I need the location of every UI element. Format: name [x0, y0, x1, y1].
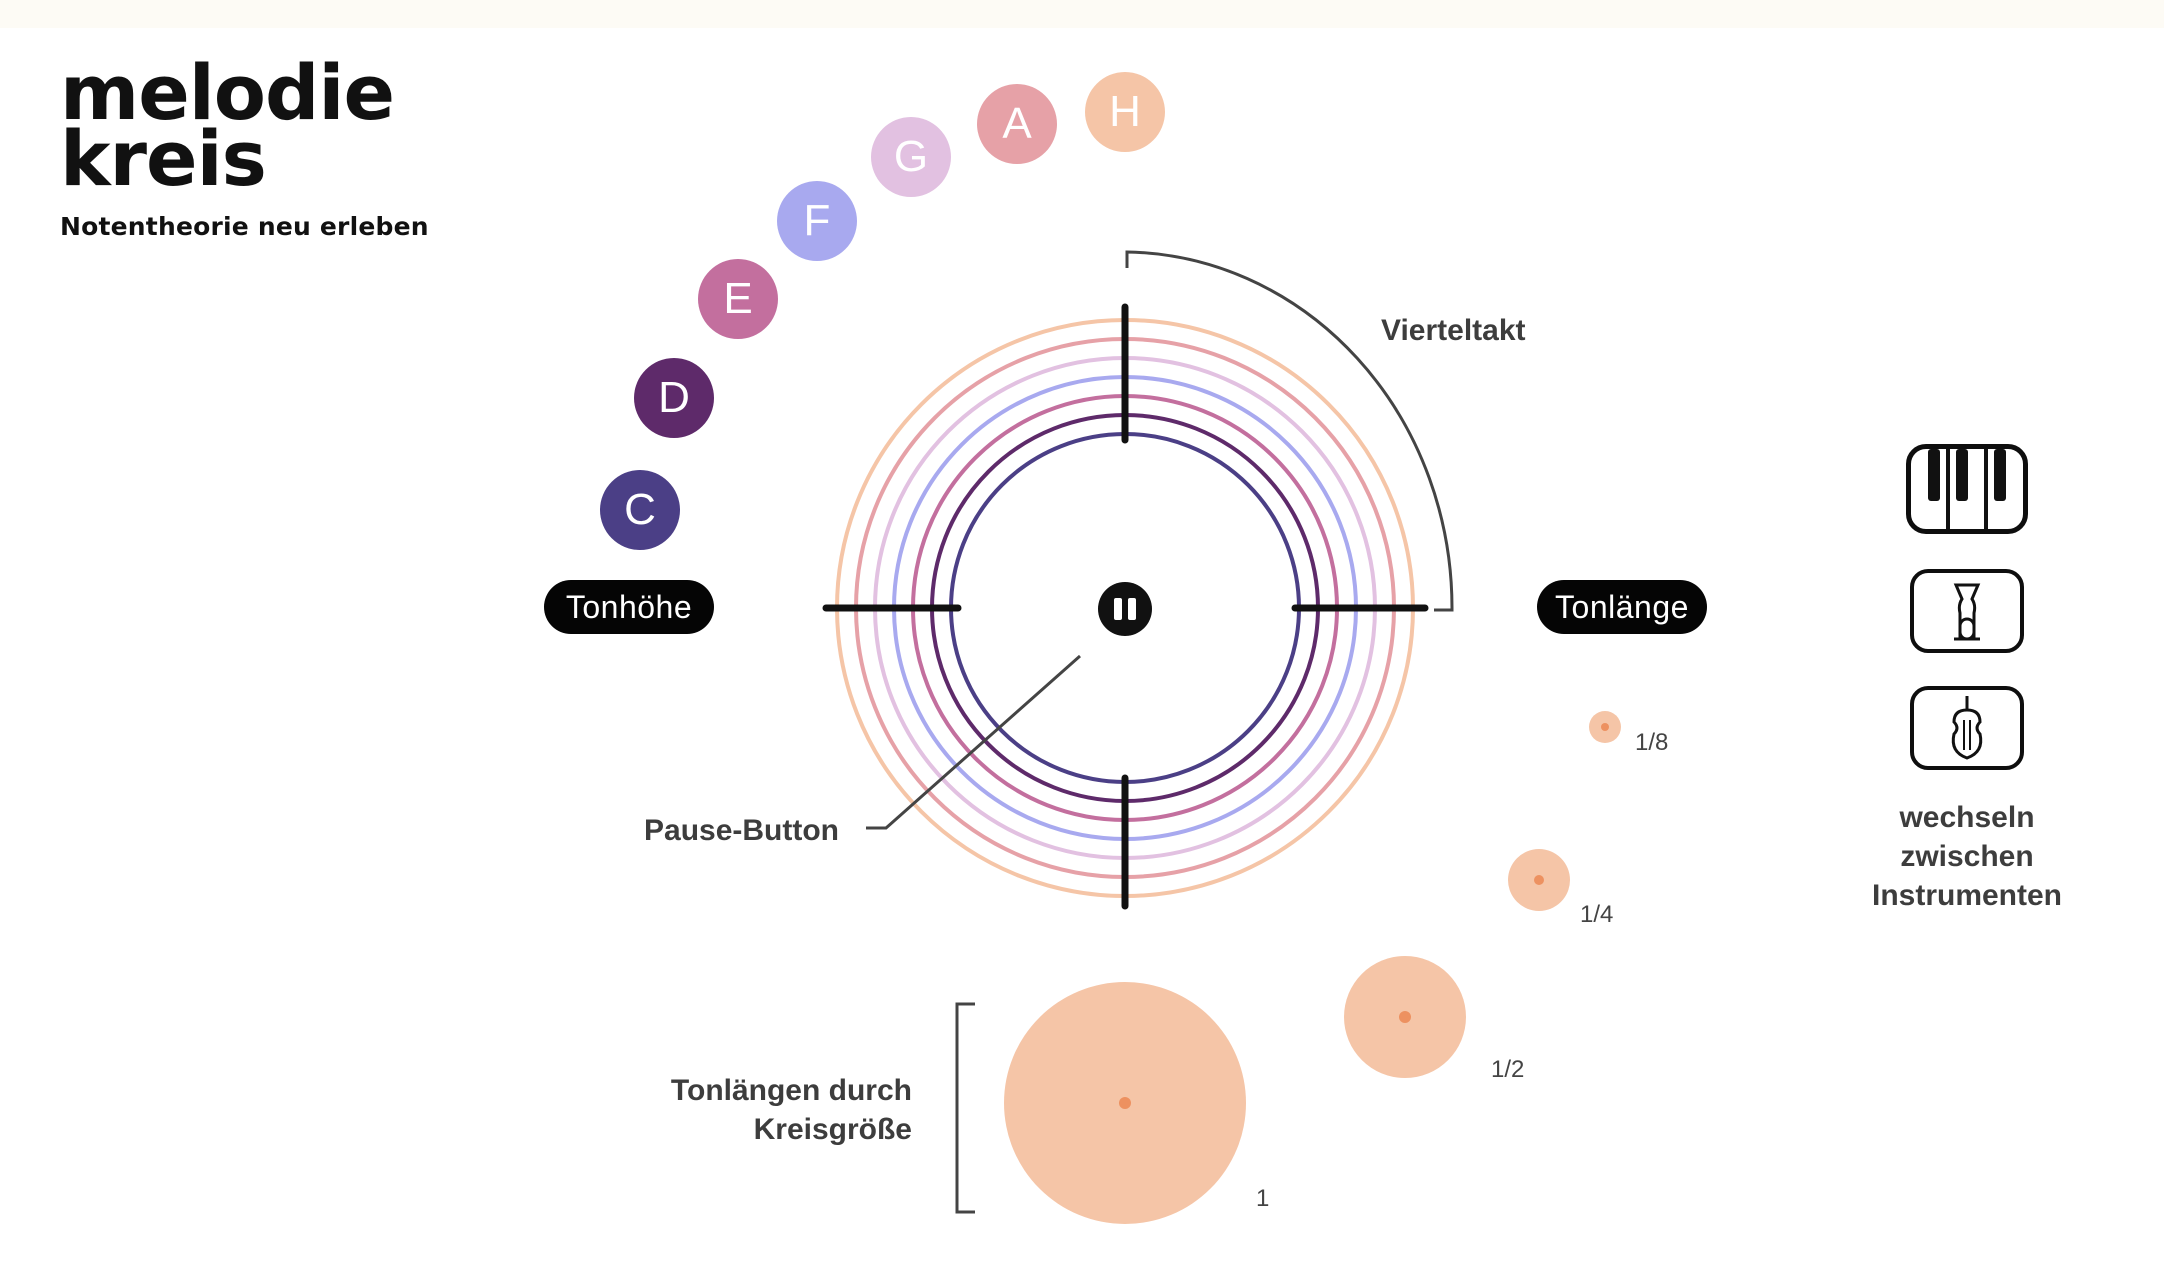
label-vierteltakt: Vierteltakt	[1381, 314, 1526, 347]
pause-pointer-line	[866, 654, 1081, 830]
duration-dot	[1399, 1011, 1411, 1023]
note-h[interactable]: H	[1085, 72, 1165, 152]
pill-tonhoehe: Tonhöhe	[544, 580, 714, 634]
pause-bar	[1114, 598, 1122, 620]
top-strip	[0, 0, 2164, 28]
instruments-caption: wechseln zwischen Instrumenten	[1860, 798, 2074, 915]
violin-icon	[1951, 696, 1983, 760]
pause-bar	[1128, 598, 1136, 620]
frac-half: 1/2	[1491, 1056, 1525, 1083]
frac-eighth: 1/8	[1635, 729, 1669, 756]
logo-line-2: kreis	[60, 114, 267, 203]
pause-button[interactable]	[1098, 582, 1152, 636]
caption-line-2: zwischen	[1900, 840, 2034, 873]
note-c[interactable]: C	[600, 470, 680, 550]
note-label: F	[803, 196, 831, 245]
note-label: H	[1109, 87, 1141, 136]
note-d[interactable]: D	[634, 358, 714, 438]
note-label: D	[658, 373, 690, 422]
pill-label: Tonhöhe	[565, 588, 693, 625]
frac-quarter: 1/4	[1580, 901, 1614, 928]
label-pause-button: Pause-Button	[644, 814, 839, 847]
vierteltakt-bracket	[1125, 250, 1454, 612]
note-label: C	[624, 485, 656, 534]
logo: melodie kreis Notentheorie neu erleben	[60, 48, 429, 242]
note-g[interactable]: G	[871, 117, 951, 197]
size-bracket	[955, 1002, 975, 1214]
duration-dot	[1601, 723, 1609, 731]
frac-whole: 1	[1256, 1185, 1270, 1212]
label-sizes: Tonlängen durch Kreisgröße	[570, 1071, 912, 1149]
note-e[interactable]: E	[698, 259, 778, 339]
logo-line-1: melodie	[60, 48, 395, 137]
piano-icon	[1928, 449, 2006, 529]
note-f[interactable]: F	[777, 181, 857, 261]
violin-button[interactable]	[1910, 686, 2024, 770]
note-a[interactable]: A	[977, 84, 1057, 164]
note-label: E	[723, 274, 753, 323]
pill-tonlaenge: Tonlänge	[1537, 580, 1707, 634]
trumpet-icon	[1953, 583, 1981, 641]
tagline: Notentheorie neu erleben	[60, 212, 429, 241]
label-sizes-line-1: Tonlängen durch	[670, 1074, 912, 1107]
note-label: G	[893, 132, 929, 181]
pill-label: Tonlänge	[1555, 588, 1689, 625]
duration-dot	[1534, 875, 1544, 885]
label-sizes-line-2: Kreisgröße	[753, 1113, 912, 1146]
note-label: A	[1002, 99, 1032, 148]
trumpet-button[interactable]	[1910, 569, 2024, 653]
piano-button[interactable]	[1906, 444, 2028, 534]
caption-line-1: wechseln	[1899, 801, 2035, 834]
duration-dot	[1119, 1097, 1131, 1109]
caption-line-3: Instrumenten	[1871, 879, 2063, 912]
